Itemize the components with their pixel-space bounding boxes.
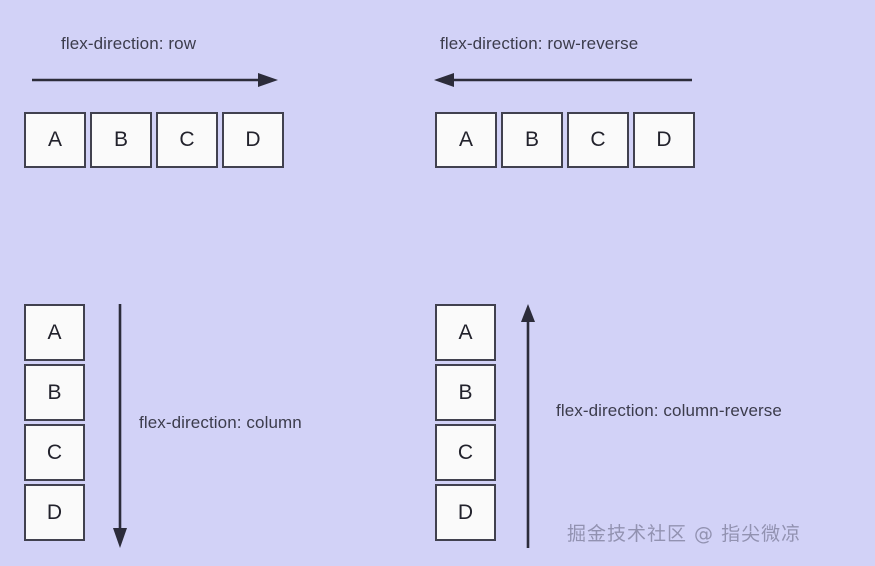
flex-item-box: C — [156, 112, 218, 168]
arrow-right-icon — [32, 73, 278, 87]
flex-item-box: A — [435, 304, 496, 361]
flex-item-box: C — [435, 424, 496, 481]
flex-item-box: A — [24, 112, 86, 168]
flex-item-box: B — [501, 112, 563, 168]
flex-item-box: A — [435, 112, 497, 168]
flex-item-box: B — [90, 112, 152, 168]
arrow-up-icon — [521, 304, 535, 548]
section-column-reverse-label: flex-direction: column-reverse — [556, 401, 782, 420]
section-row-reverse-label: flex-direction: row-reverse — [440, 34, 639, 53]
watermark-text: 掘金技术社区 @ 指尖微凉 — [567, 523, 802, 545]
section-column-label: flex-direction: column — [139, 413, 302, 432]
flex-item-box: D — [633, 112, 695, 168]
flex-item-box: D — [24, 484, 85, 541]
flex-item-box: A — [24, 304, 85, 361]
flex-item-box: B — [435, 364, 496, 421]
flex-item-box: D — [222, 112, 284, 168]
flex-item-box: D — [435, 484, 496, 541]
section-row-label: flex-direction: row — [61, 34, 197, 53]
flex-item-box: C — [24, 424, 85, 481]
flex-item-box: B — [24, 364, 85, 421]
flex-item-box: C — [567, 112, 629, 168]
arrow-left-icon — [434, 73, 692, 87]
arrow-down-icon — [113, 304, 127, 548]
